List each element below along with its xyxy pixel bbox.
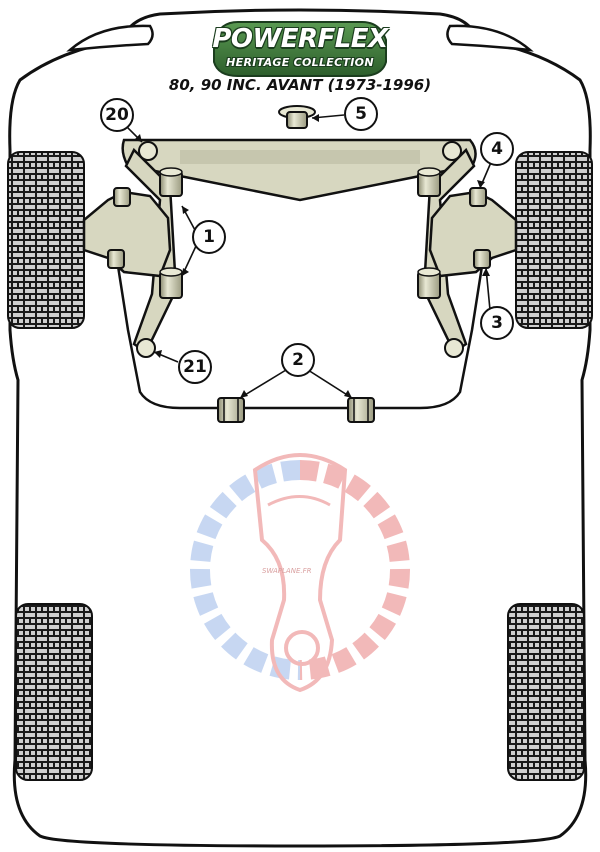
logo-badge — [213, 21, 387, 77]
rear-left-tyre — [15, 603, 93, 781]
callout-5: 5 — [344, 97, 378, 131]
rear-right-tyre — [507, 603, 585, 781]
callout-1: 1 — [192, 220, 226, 254]
bush-3 — [473, 249, 491, 269]
watermark-text: SWAPLANE.FR — [262, 567, 312, 575]
left-wishbone — [124, 147, 178, 354]
bush-21 — [136, 338, 156, 358]
callout-2: 2 — [281, 343, 315, 377]
model-title: 80, 90 INC. AVANT (1973-1996) — [168, 76, 432, 94]
right-wishbone-bush-upper — [417, 167, 441, 197]
brand-name: POWERFLEX — [212, 24, 388, 54]
crossmember-shadow — [180, 150, 420, 164]
bush-1-lower — [159, 267, 183, 299]
callout-21: 21 — [178, 350, 212, 384]
front-left-tyre — [7, 151, 85, 329]
left-headlight-outline — [66, 24, 154, 52]
callout-20: 20 — [100, 98, 134, 132]
left-droplink-bush — [107, 249, 125, 269]
callout-arrowheads — [134, 114, 490, 398]
front-right-tyre — [515, 151, 593, 329]
bush-5 — [278, 105, 316, 129]
bush-2-right — [347, 397, 375, 423]
anti-roll-bar — [116, 265, 484, 410]
brand-collection: HERITAGE COLLECTION — [226, 56, 374, 69]
right-mount-bush — [442, 141, 462, 161]
brand-logo: POWERFLEX HERITAGE COLLECTION — [212, 22, 388, 76]
callout-3: 3 — [480, 306, 514, 340]
bush-4 — [469, 187, 487, 207]
bush-2-left — [217, 397, 245, 423]
right-headlight-outline — [446, 24, 534, 52]
watermark-graphic — [190, 453, 410, 693]
right-wishbone — [422, 147, 476, 354]
bush-1-upper — [159, 167, 183, 197]
right-rear-wishbone-bush — [444, 338, 464, 358]
right-wishbone-bush-lower — [417, 267, 441, 299]
bush-20 — [138, 141, 158, 161]
callout-4: 4 — [480, 132, 514, 166]
left-hub-top-bush — [113, 187, 131, 207]
